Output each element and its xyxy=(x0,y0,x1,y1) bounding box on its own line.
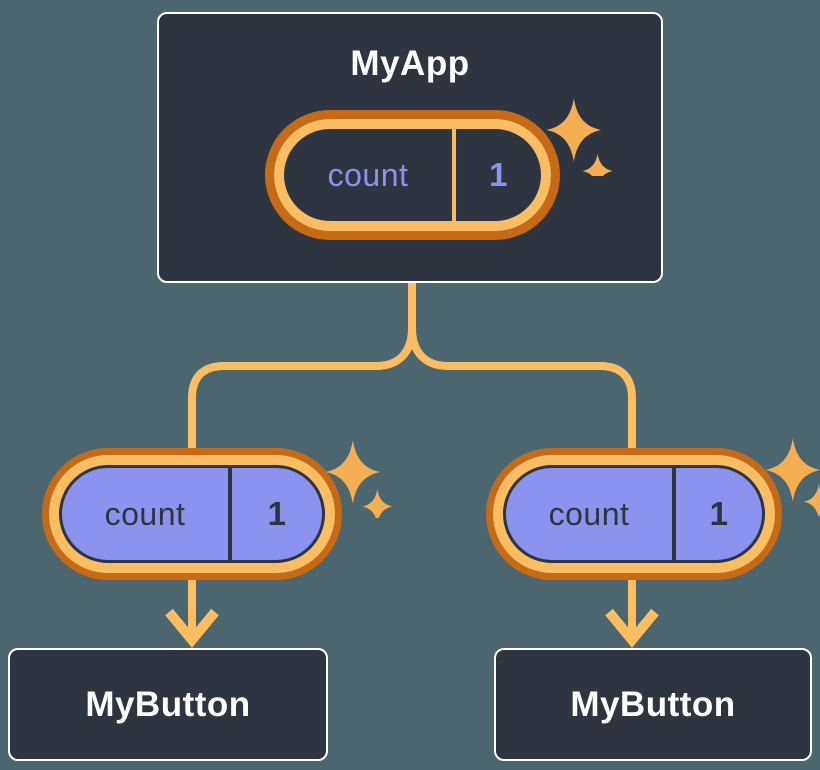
prop-pill-ring: count 1 xyxy=(49,455,335,573)
arrow-down-icon xyxy=(605,608,659,648)
pill-divider xyxy=(672,468,676,560)
component-card-root: MyApp count 1 xyxy=(157,12,663,283)
state-pill-root: count 1 xyxy=(265,110,560,240)
prop-pill-left: count 1 xyxy=(42,448,342,580)
state-name: count xyxy=(327,156,409,193)
prop-pill-ring: count 1 xyxy=(493,455,775,573)
component-title: MyApp xyxy=(350,44,470,83)
state-pill-ring: count 1 xyxy=(274,119,551,231)
prop-value: 1 xyxy=(709,495,729,532)
component-card-left: MyButton xyxy=(8,648,328,761)
prop-pill-body: count 1 xyxy=(59,465,325,563)
prop-name: count xyxy=(548,495,630,532)
prop-pill-right: count 1 xyxy=(486,448,782,580)
component-card-right: MyButton xyxy=(494,648,812,761)
state-value: 1 xyxy=(489,156,508,193)
arrow-down-icon xyxy=(165,608,219,648)
prop-pill-body: count 1 xyxy=(503,465,765,563)
prop-name: count xyxy=(104,495,186,532)
component-title: MyButton xyxy=(85,684,251,724)
pill-divider xyxy=(452,129,456,221)
pill-divider xyxy=(228,468,232,560)
component-title: MyButton xyxy=(570,684,736,724)
prop-value: 1 xyxy=(267,495,287,532)
